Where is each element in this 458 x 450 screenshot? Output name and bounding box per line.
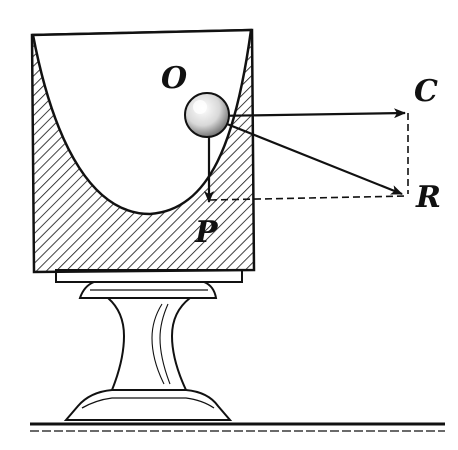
vector-resultant xyxy=(211,116,403,196)
pedestal xyxy=(55,269,243,421)
ground xyxy=(30,422,445,432)
cavity-block xyxy=(30,28,256,274)
vector-centrifugal xyxy=(211,108,406,119)
label-center-o: O xyxy=(161,61,187,96)
label-r: R xyxy=(415,180,441,215)
parallelogram-guides xyxy=(209,113,409,201)
ball xyxy=(184,92,230,138)
label-c: C xyxy=(414,74,438,109)
label-p: P xyxy=(194,215,219,250)
